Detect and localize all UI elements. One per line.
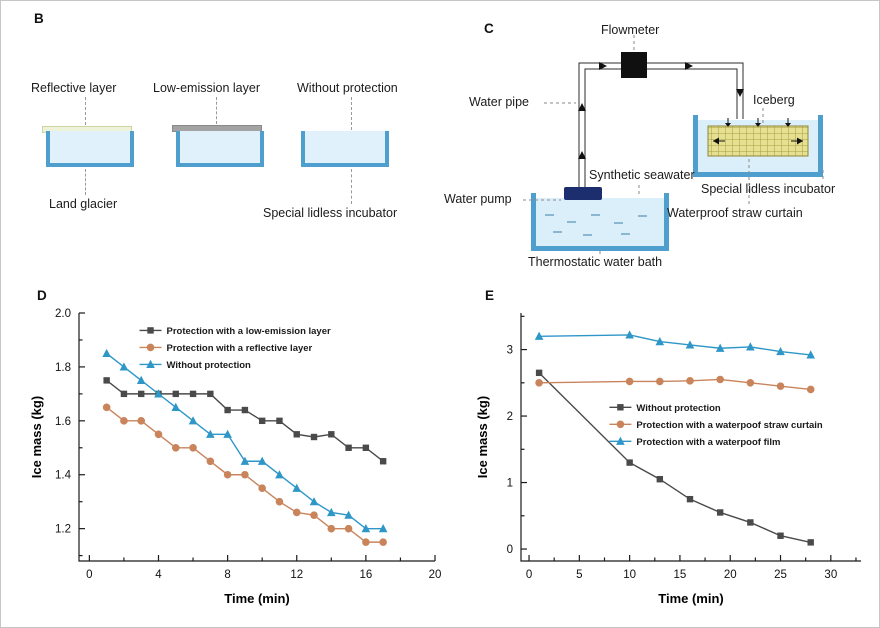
waterproof-straw-curtain-label: Waterproof straw curtain [667, 206, 803, 220]
svg-text:5: 5 [576, 569, 582, 581]
series-2 [534, 330, 816, 359]
reflective-layer-label: Reflective layer [31, 81, 117, 95]
panel-d-label: D [37, 288, 47, 303]
water-flow-arrow-icons [713, 118, 803, 145]
panel-c-label: C [484, 21, 494, 36]
svg-text:Protection with a waterpoof fi: Protection with a waterpoof film [636, 437, 780, 448]
svg-text:Protection with a reflective l: Protection with a reflective layer [167, 343, 313, 354]
svg-text:1.8: 1.8 [55, 362, 71, 374]
svg-text:Time (min): Time (min) [658, 591, 724, 606]
synthetic-seawater-label: Synthetic seawater [589, 168, 695, 182]
series-1 [535, 375, 815, 394]
series-0 [103, 377, 387, 465]
svg-text:1: 1 [507, 478, 513, 490]
svg-text:12: 12 [290, 569, 303, 581]
special-lidless-incubator-b-label: Special lidless incubator [263, 206, 398, 220]
low-emission-layer-label: Low-emission layer [153, 81, 260, 95]
incubator-reflective [46, 131, 134, 167]
svg-text:3: 3 [507, 345, 513, 357]
series-1 [102, 403, 387, 546]
leader-line [216, 97, 217, 124]
without-protection-label: Without protection [297, 81, 398, 95]
svg-text:15: 15 [674, 569, 687, 581]
panel-e-label: E [485, 288, 495, 303]
leader-line [351, 97, 352, 130]
axis-titles: Time (min) Ice mass (kg) [475, 396, 724, 606]
tick-labels: 0 5 10 15 20 25 30 0 1 2 3 [507, 345, 838, 581]
water-pipe-label: Water pipe [469, 95, 529, 109]
leader-lines [523, 35, 824, 257]
axes [520, 313, 861, 562]
thermostatic-bath [531, 187, 669, 251]
incubator-without-protection [301, 131, 389, 167]
svg-text:20: 20 [429, 569, 442, 581]
incubator-low-emission [176, 131, 264, 167]
leader-line [85, 169, 86, 195]
svg-text:Ice mass (kg): Ice mass (kg) [475, 396, 490, 478]
axes [78, 312, 436, 562]
svg-text:4: 4 [155, 569, 162, 581]
svg-text:20: 20 [724, 569, 737, 581]
iceberg-label: Iceberg [753, 93, 795, 107]
thermostatic-water-bath-label: Thermostatic water bath [528, 255, 663, 269]
flowmeter-body [621, 52, 647, 78]
apparatus-diagram [523, 35, 824, 257]
legend: Protection with a low-emission layerProt… [139, 326, 331, 371]
svg-text:Protection with a waterpoof st: Protection with a waterpoof straw curtai… [636, 420, 823, 431]
leader-line [85, 97, 86, 125]
svg-text:Time (min): Time (min) [224, 591, 290, 606]
svg-text:0: 0 [86, 569, 92, 581]
flow-arrow-icons [578, 62, 744, 159]
series-2 [102, 348, 388, 533]
svg-text:Ice mass (kg): Ice mass (kg) [29, 396, 44, 478]
water-pump-body [564, 187, 602, 200]
leader-line [351, 169, 352, 204]
svg-text:Without protection: Without protection [636, 403, 721, 414]
svg-text:25: 25 [774, 569, 787, 581]
svg-text:1.2: 1.2 [55, 524, 71, 536]
svg-text:30: 30 [824, 569, 837, 581]
svg-text:8: 8 [224, 569, 230, 581]
svg-text:16: 16 [359, 569, 372, 581]
water-pump-label: Water pump [444, 192, 512, 206]
flowmeter-label: Flowmeter [601, 23, 660, 37]
svg-text:1.6: 1.6 [55, 416, 71, 428]
special-lidless-incubator-c-label: Special lidless incubator [701, 182, 836, 196]
series-0 [535, 369, 814, 546]
water-dash-marks [545, 214, 647, 236]
svg-text:10: 10 [623, 569, 636, 581]
svg-text:Protection with a low-emission: Protection with a low-emission layer [167, 326, 331, 337]
svg-text:0: 0 [507, 544, 513, 556]
svg-text:1.4: 1.4 [55, 470, 72, 482]
svg-text:0: 0 [526, 569, 532, 581]
svg-text:2: 2 [507, 411, 513, 423]
svg-text:2.0: 2.0 [55, 308, 71, 320]
panel-b-label: B [34, 11, 44, 26]
tick-labels: 0 4 8 12 16 20 1.2 1.4 1.6 1.8 2.0 [55, 308, 441, 581]
svg-text:Without protection: Without protection [167, 360, 252, 371]
iceberg-incubator [693, 115, 823, 177]
land-glacier-label: Land glacier [49, 197, 118, 211]
axis-titles: Time (min) Ice mass (kg) [29, 396, 290, 606]
